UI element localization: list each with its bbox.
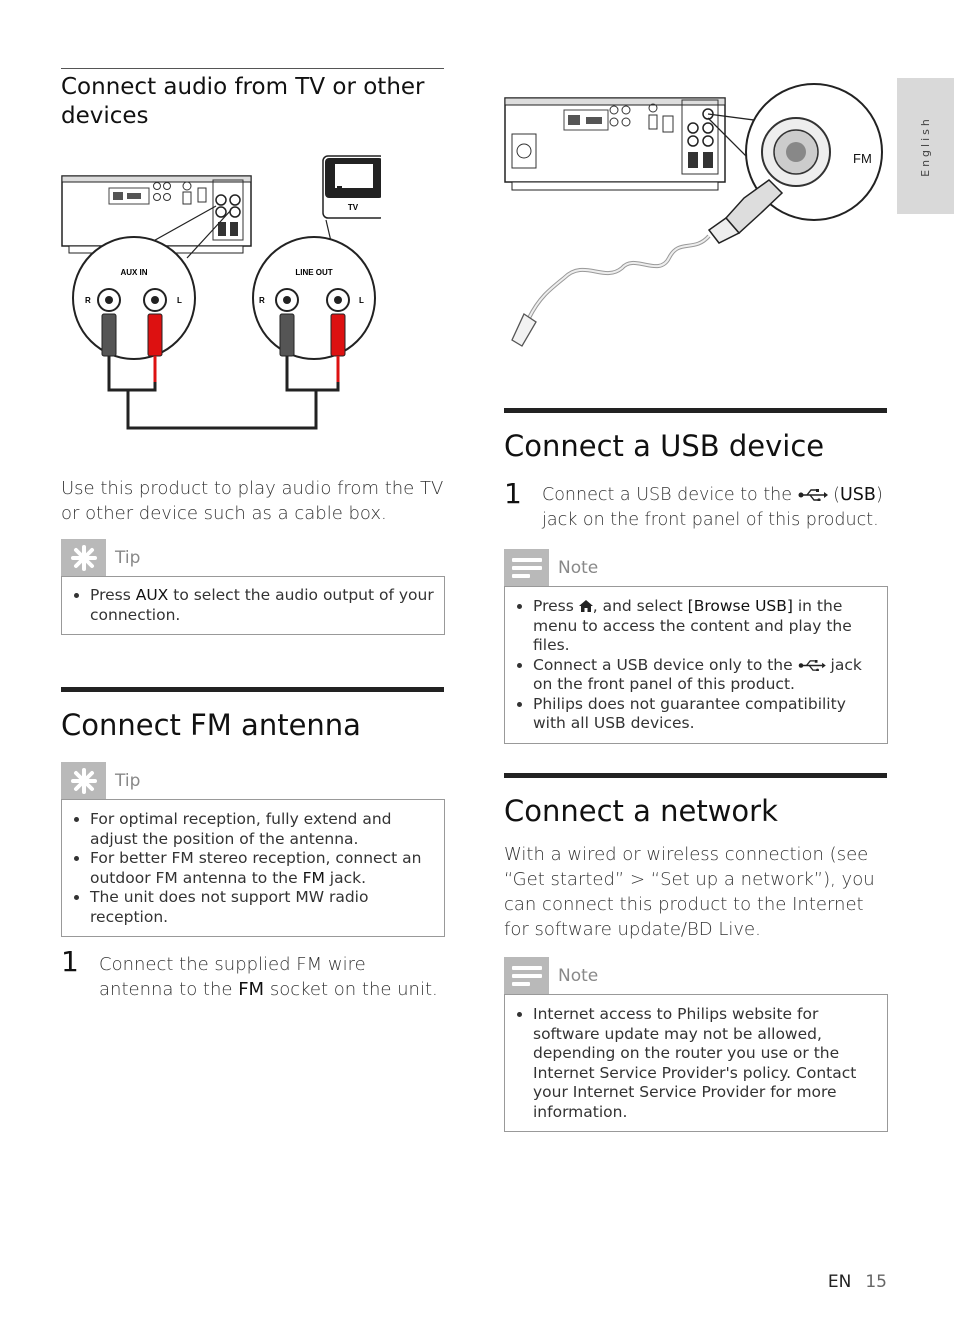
usb-icon — [798, 489, 828, 502]
language-tab: English — [897, 78, 954, 214]
fm-tip-item-3: The unit does not support MW radio recep… — [90, 888, 434, 927]
fm-tip-block: Tip For optimal reception, fully extend … — [61, 762, 445, 937]
fm-step-text: Connect the supplied FM wire antenna to … — [99, 954, 438, 1000]
network-note-label: Note — [558, 965, 599, 986]
usb-note-item-3: Philips does not guarantee compatibility… — [533, 695, 877, 734]
aux-tip-block: Tip Press AUX to select the audio output… — [61, 539, 445, 635]
aux-tip-box: Press AUX to select the audio output of … — [61, 576, 445, 635]
fm-tip-label: Tip — [115, 770, 141, 791]
fm-antenna-diagram: FM — [504, 83, 883, 347]
usb-note-label: Note — [558, 557, 599, 578]
network-note-item-1: Internet access to Philips website for s… — [533, 1005, 877, 1122]
tv-label: TV — [348, 203, 359, 212]
usb-note-block: Note Press , and select [Browse USB] in … — [504, 549, 888, 744]
fm-section-title: Connect FM antenna — [61, 687, 444, 742]
network-section-title: Connect a network — [504, 773, 887, 828]
tip-icon — [61, 539, 106, 576]
page-footer: EN 15 — [828, 1272, 887, 1292]
usb-section-title: Connect a USB device — [504, 408, 887, 463]
fm-tip-box: For optimal reception, fully extend and … — [61, 799, 445, 937]
aux-tip-label: Tip — [115, 547, 141, 568]
usb-icon — [798, 659, 826, 672]
aux-r-label: R — [85, 296, 91, 305]
note-icon — [504, 549, 549, 586]
tip-icon — [61, 762, 106, 799]
fm-tip-header: Tip — [61, 762, 445, 799]
usb-step-text: Connect a USB device to the (USB) jack o… — [542, 485, 883, 530]
usb-step-number: 1 — [504, 477, 522, 510]
line-out-label: LINE OUT — [295, 268, 332, 277]
aux-section-title: Connect audio from TV or other devices — [61, 68, 444, 131]
fm-label: FM — [853, 151, 872, 166]
line-out-l-label: L — [359, 296, 364, 305]
home-icon — [578, 600, 593, 612]
usb-note-box: Press , and select [Browse USB] in the m… — [504, 586, 888, 744]
network-note-block: Note Internet access to Philips website … — [504, 957, 888, 1132]
tv-illustration: TV — [322, 155, 381, 219]
language-tab-label: English — [919, 115, 933, 177]
footer-lang: EN — [827, 1272, 852, 1292]
aux-tip-item: Press AUX to select the audio output of … — [90, 586, 434, 625]
usb-note-item-2: Connect a USB device only to the jack on… — [533, 656, 877, 695]
network-description: With a wired or wireless connection (see… — [504, 844, 875, 940]
aux-in-label: AUX IN — [120, 268, 147, 277]
line-out-r-label: R — [259, 296, 265, 305]
usb-note-item-1: Press , and select [Browse USB] in the m… — [533, 597, 877, 656]
fm-tip-item-2: For better FM stereo reception, connect … — [90, 849, 434, 888]
unit-rear-panel-illustration — [504, 97, 726, 191]
page-number: 15 — [865, 1272, 887, 1292]
aux-l-label: L — [177, 296, 182, 305]
note-icon — [504, 957, 549, 994]
line-out-zoom-circle — [252, 236, 376, 360]
aux-description: Use this product to play audio from the … — [61, 478, 444, 524]
fm-step-number: 1 — [61, 945, 79, 978]
network-note-box: Internet access to Philips website for s… — [504, 994, 888, 1132]
usb-note-header: Note — [504, 549, 888, 586]
network-note-header: Note — [504, 957, 888, 994]
aux-tip-header: Tip — [61, 539, 445, 576]
aux-connection-diagram: TV AUX IN R L LINE OUT R L — [61, 155, 381, 430]
fm-tip-item-1: For optimal reception, fully extend and … — [90, 810, 434, 849]
